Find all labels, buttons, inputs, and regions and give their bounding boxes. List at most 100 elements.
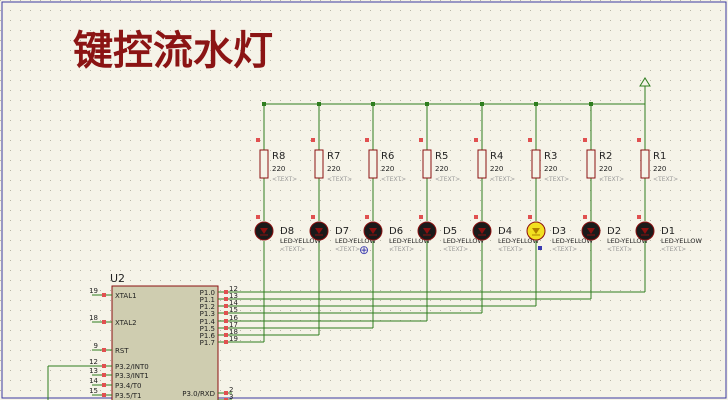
led-type-label: LED-YELLOW (661, 237, 703, 245)
led-diode-icon (369, 228, 377, 234)
chip-left-pin-name: P3.2/INT0 (115, 363, 149, 371)
resistor-body[interactable] (314, 149, 324, 179)
resistor-value-label: 220 (272, 165, 285, 173)
chip-right-pin-number: 15 (229, 306, 238, 314)
resistor-body[interactable] (586, 149, 596, 179)
pin-marker (256, 215, 260, 219)
chip-right-pin-number: 19 (229, 335, 238, 343)
resistor-text-placeholder: <TEXT> (653, 176, 678, 183)
pin-marker (224, 319, 228, 323)
led-ref-label: D4 (498, 226, 512, 237)
chip-right-pin-name: P1.4 (200, 318, 216, 326)
led-diode-icon (423, 228, 431, 234)
resistor-text-placeholder: <TEXT> (544, 176, 569, 183)
chip-right-pin-name: P3.0/RXD (182, 390, 215, 398)
resistor-body[interactable] (477, 149, 487, 179)
junction-dot (480, 102, 484, 106)
pin-marker (224, 297, 228, 301)
led-text-placeholder: <TEXT> (389, 246, 414, 253)
resistor-value-label: 220 (544, 165, 557, 173)
chip-left-pin-number: 13 (89, 367, 98, 375)
resistor-value-label: 220 (327, 165, 340, 173)
resistor-text-placeholder: <TEXT> (435, 176, 460, 183)
chip-right-pin-number: 2 (229, 386, 233, 394)
resistor-body[interactable] (640, 149, 650, 179)
led-ref-label: D6 (389, 226, 403, 237)
led-type-label: LED-YELLOW (335, 237, 377, 245)
led-diode-icon (478, 228, 486, 234)
junction-dot (589, 102, 593, 106)
pin-marker (224, 391, 228, 395)
chip-right-pin-number: 3 (229, 393, 233, 400)
resistor-ref-label: R8 (272, 151, 285, 162)
led-ref-label: D5 (443, 226, 457, 237)
chip-left-pin-number: 9 (94, 342, 98, 350)
junction-dot (262, 102, 266, 106)
led-diode-icon (260, 228, 268, 234)
chip-right-pin-number: 13 (229, 292, 238, 300)
pin-marker (224, 290, 228, 294)
pin-marker (102, 364, 106, 368)
junction-dot (371, 102, 375, 106)
chip-left-pin-number: 15 (89, 387, 98, 395)
vcc-arrow-icon (639, 77, 651, 87)
u2-chip[interactable]: U219XTAL118XTAL29RST12P3.2/INT013P3.3/IN… (89, 272, 238, 400)
chip-right-pin-number: 16 (229, 314, 238, 322)
led-ref-label: D8 (280, 226, 294, 237)
resistor-ref-label: R4 (490, 151, 503, 162)
pin-marker (474, 215, 478, 219)
resistor-text-placeholder: <TEXT> (381, 176, 406, 183)
led-ref-label: D3 (552, 226, 566, 237)
led-diode-icon (315, 228, 323, 234)
chip-right-pin-name: P1.7 (200, 339, 215, 347)
junction-dot (317, 102, 321, 106)
pin-marker (224, 304, 228, 308)
chip-left-pin-number: 12 (89, 358, 98, 366)
resistor-value-label: 220 (599, 165, 612, 173)
chip-left-pin-number: 19 (89, 287, 98, 295)
pin-marker (365, 215, 369, 219)
chip-left-pin-name: XTAL2 (115, 319, 137, 327)
pin-marker (474, 138, 478, 142)
pin-marker (224, 311, 228, 315)
chip-body[interactable] (111, 285, 219, 400)
resistor-body[interactable] (422, 149, 432, 179)
resistor-body[interactable] (531, 149, 541, 179)
led-diode-icon (641, 228, 649, 234)
chip-right-pin-number: 17 (229, 321, 238, 329)
resistor-value-label: 220 (653, 165, 666, 173)
pin-marker (256, 138, 260, 142)
resistor-value-label: 220 (490, 165, 503, 173)
selection-marker (538, 246, 542, 250)
led-type-label: LED-YELLOW (280, 237, 322, 245)
page-title: 键控流水灯 (73, 27, 273, 74)
resistor-body[interactable] (368, 149, 378, 179)
chip-right-pin-number: 12 (229, 285, 238, 293)
resistor-body[interactable] (259, 149, 269, 179)
led-diode-icon (532, 228, 540, 234)
led-text-placeholder: <TEXT> (661, 246, 686, 253)
led-ref-label: D7 (335, 226, 349, 237)
chip-left-pin-name: XTAL1 (115, 292, 137, 300)
led-type-label: LED-YELLOW (552, 237, 594, 245)
led-text-placeholder: <TEXT> (552, 246, 577, 253)
chip-left-pin-number: 18 (89, 314, 98, 322)
pin-marker (102, 348, 106, 352)
